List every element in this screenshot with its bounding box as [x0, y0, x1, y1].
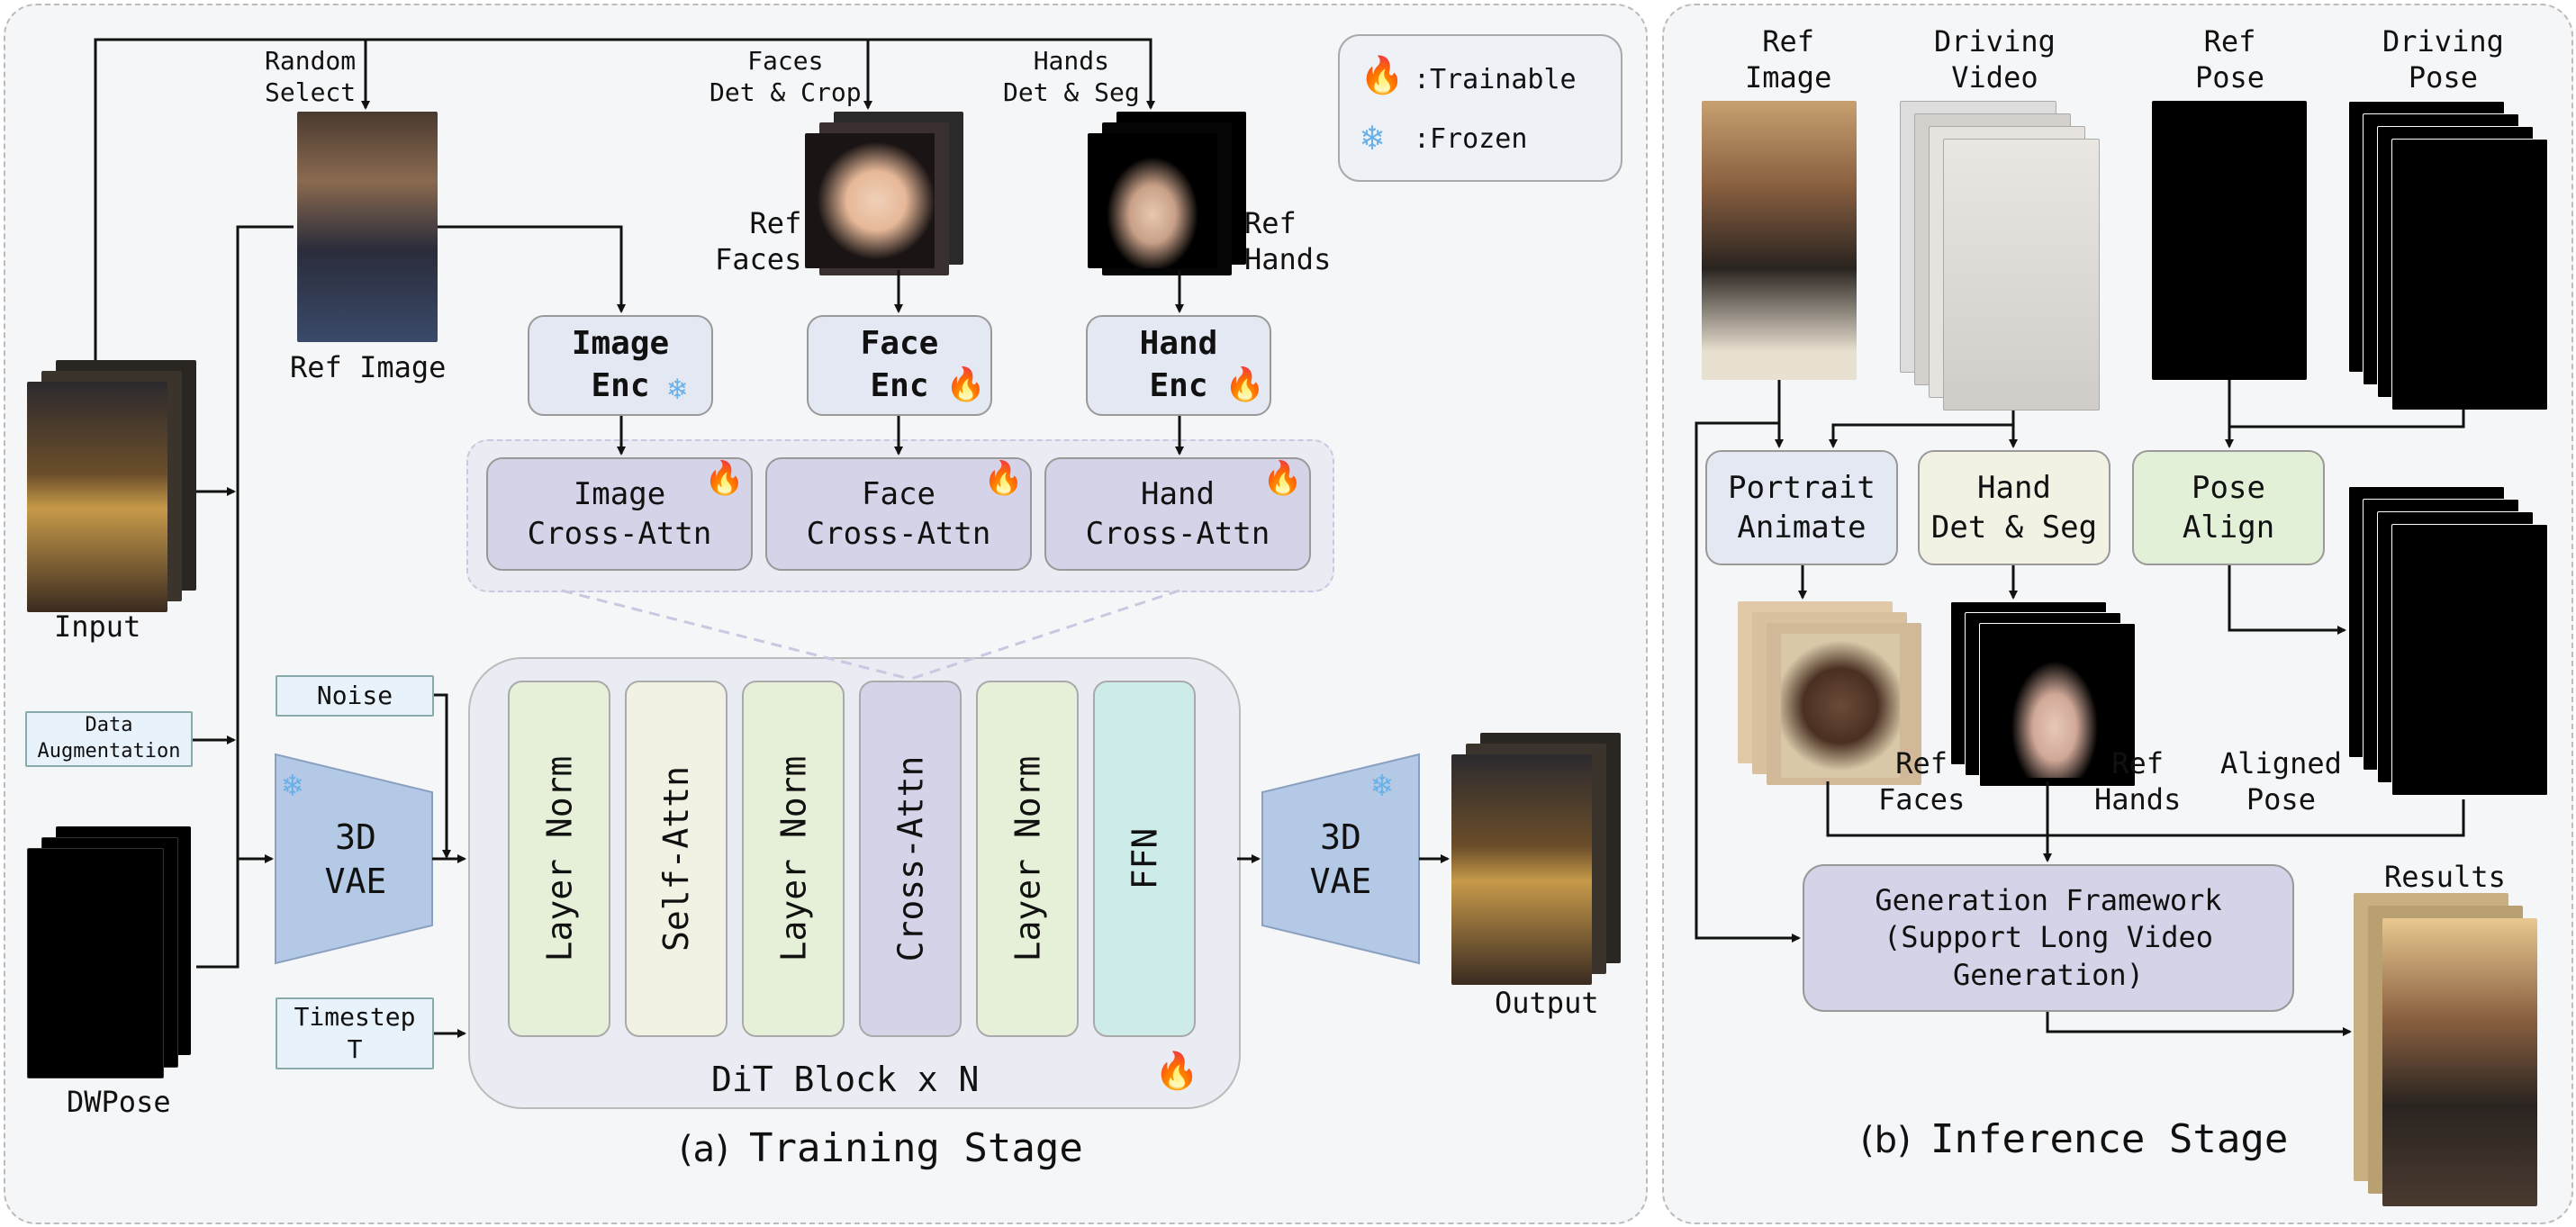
inf-ref-image: [1702, 101, 1857, 380]
flame-icon: 🔥: [1360, 55, 1405, 96]
legend-trainable: :Trainable: [1414, 64, 1577, 95]
ref-image: [297, 112, 438, 342]
inf-ref-hands-label: Ref Hands: [2094, 746, 2182, 816]
snowflake-icon: ❄: [283, 767, 303, 804]
dit-ffn: FFN: [1093, 681, 1196, 1037]
pose-align: Pose Align: [2132, 450, 2325, 565]
flame-icon: 🔥: [704, 460, 745, 497]
dit-layer-norm-3: Layer Norm: [976, 681, 1079, 1037]
faces-det-label: Faces Det & Crop: [710, 46, 862, 107]
dit-layer-norm-2: Layer Norm: [742, 681, 845, 1037]
timestep: Timestep T: [276, 997, 434, 1069]
flame-icon: 🔥: [1225, 366, 1265, 403]
generation-framework: Generation Framework (Support Long Video…: [1803, 864, 2294, 1012]
vae-in: 3D VAE: [324, 816, 387, 901]
noise: Noise: [276, 675, 434, 717]
hand-det-seg: Hand Det & Seg: [1918, 450, 2111, 565]
ref-hands-label: Ref Hands: [1244, 206, 1332, 276]
ref-image-label: Ref Image: [290, 350, 447, 384]
flame-icon: 🔥: [1262, 460, 1303, 497]
flame-icon: 🔥: [945, 366, 986, 403]
face-cross-attn: Face Cross-Attn: [765, 457, 1032, 571]
driving-pose-label: Driving Pose: [2382, 24, 2504, 95]
inf-ref-faces-label: Ref Faces: [1878, 746, 1966, 816]
inference-caption-prefix: (b): [1860, 1120, 1912, 1161]
portrait-animate: Portrait Animate: [1705, 450, 1898, 565]
results-label: Results: [2384, 860, 2506, 894]
legend: [1338, 34, 1622, 182]
flame-icon: 🔥: [1154, 1051, 1199, 1092]
random-select-label: Random Select: [265, 46, 357, 107]
training-caption-prefix: (a): [679, 1129, 729, 1170]
image-cross-attn: Image Cross-Attn: [486, 457, 753, 571]
snowflake-icon: ❄: [1372, 767, 1392, 804]
data-aug: Data Augmentation: [25, 711, 193, 767]
ref-pose-image: [2152, 101, 2307, 380]
ref-pose-label: Ref Pose: [2195, 24, 2265, 95]
training-caption: Training Stage: [749, 1125, 1083, 1171]
aligned-pose-label: Aligned Pose: [2220, 746, 2342, 816]
hand-cross-attn: Hand Cross-Attn: [1044, 457, 1311, 571]
dwpose-label: DWPose: [67, 1085, 171, 1119]
output-label: Output: [1495, 986, 1599, 1020]
hand-enc: Hand Enc: [1086, 315, 1271, 416]
flame-icon: 🔥: [983, 460, 1024, 497]
dit-label: DiT Block x N: [711, 1060, 980, 1099]
snowflake-icon: ❄: [668, 371, 687, 407]
ref-faces-label: Ref Faces: [715, 206, 802, 276]
input-label: Input: [54, 609, 141, 644]
image-enc: Image Enc: [528, 315, 713, 416]
snowflake-icon: ❄: [1361, 117, 1384, 158]
inference-caption: Inference Stage: [1930, 1116, 2289, 1162]
dit-cross-attn: Cross-Attn: [859, 681, 962, 1037]
inf-ref-image-label: Ref Image: [1745, 24, 1832, 95]
vae-out: 3D VAE: [1309, 816, 1372, 901]
dit-layer-norm-1: Layer Norm: [508, 681, 610, 1037]
driving-video-label: Driving Video: [1934, 24, 2056, 95]
face-enc: Face Enc: [807, 315, 992, 416]
dit-self-attn: Self-Attn: [625, 681, 728, 1037]
legend-frozen: :Frozen: [1414, 123, 1528, 155]
hands-det-label: Hands Det & Seg: [1003, 46, 1140, 107]
